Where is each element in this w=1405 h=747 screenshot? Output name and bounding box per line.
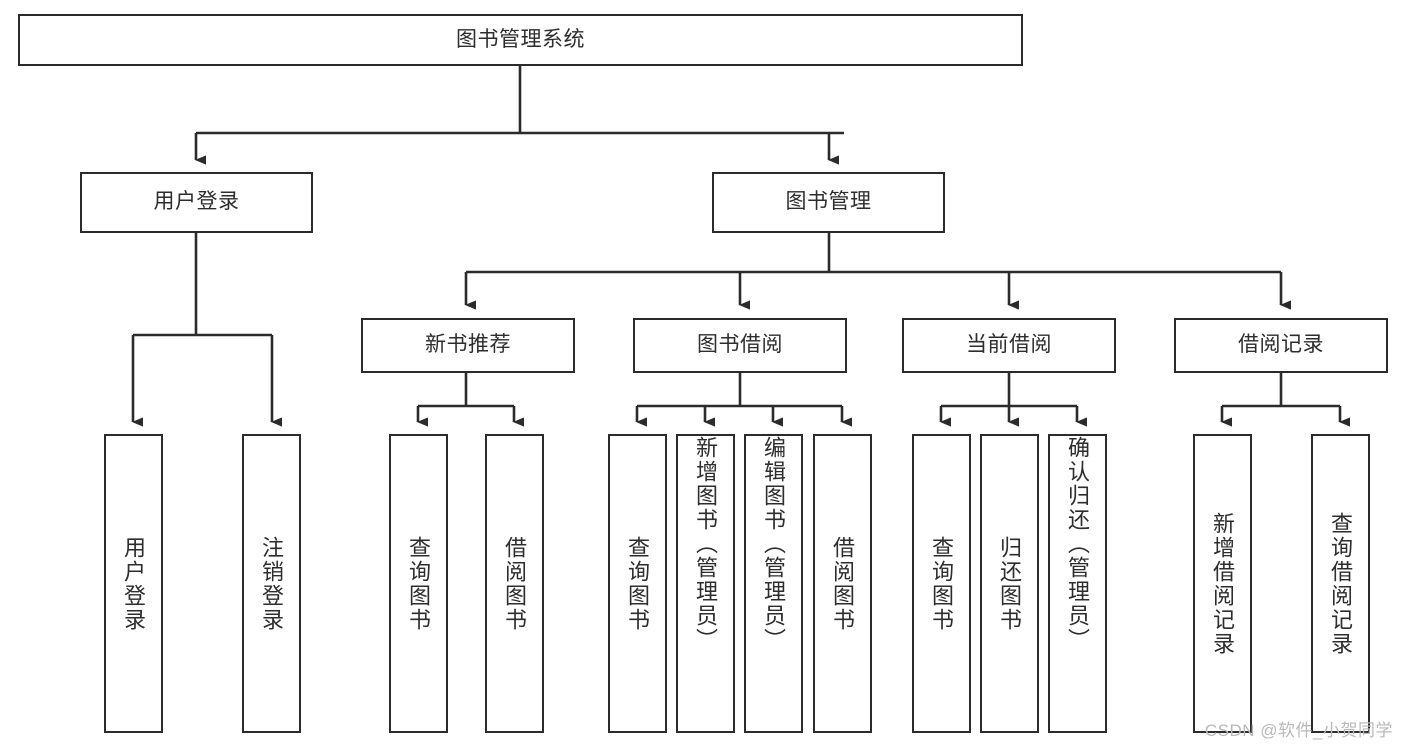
node-leaf-add-record[interactable]: 新增借阅记录 [1193, 434, 1252, 733]
node-leaf-query-record-label: 查询借阅记录 [1328, 511, 1354, 656]
node-leaf-query-record[interactable]: 查询借阅记录 [1311, 434, 1370, 733]
node-root[interactable]: 图书管理系统 [18, 14, 1023, 66]
node-leaf-add-record-label: 新增借阅记录 [1210, 511, 1236, 656]
node-leaf-user-login-label: 用户登录 [121, 535, 147, 632]
node-leaf-borrow-book-2[interactable]: 借阅图书 [813, 434, 872, 733]
node-user-login-label: 用户登录 [153, 190, 240, 214]
watermark: CSDN @软件_小贺同学 [1204, 721, 1393, 740]
node-leaf-query-book-3[interactable]: 查询图书 [912, 434, 971, 733]
node-new-book-recommend[interactable]: 新书推荐 [361, 318, 575, 373]
node-leaf-query-book-2[interactable]: 查询图书 [608, 434, 667, 733]
node-leaf-query-book-1-label: 查询图书 [406, 535, 432, 632]
node-leaf-query-book-1[interactable]: 查询图书 [389, 434, 448, 733]
node-new-book-recommend-label: 新书推荐 [425, 333, 511, 357]
node-leaf-logout-login-label: 注销登录 [259, 535, 285, 632]
node-leaf-borrow-book-1[interactable]: 借阅图书 [485, 434, 544, 733]
node-book-management[interactable]: 图书管理 [712, 172, 945, 233]
node-leaf-confirm-return-label: 确认归还（管理员） [1065, 436, 1091, 652]
node-current-borrow-label: 当前借阅 [966, 333, 1052, 357]
node-leaf-confirm-return[interactable]: 确认归还（管理员） [1048, 434, 1107, 733]
node-book-borrow-label: 图书借阅 [697, 333, 783, 357]
node-leaf-return-book[interactable]: 归还图书 [980, 434, 1039, 733]
node-root-label: 图书管理系统 [456, 27, 585, 51]
node-current-borrow[interactable]: 当前借阅 [902, 318, 1116, 373]
node-book-borrow[interactable]: 图书借阅 [633, 318, 847, 373]
node-leaf-edit-book-label: 编辑图书（管理员） [761, 436, 787, 652]
node-leaf-return-book-label: 归还图书 [997, 535, 1023, 632]
node-leaf-add-book-label: 新增图书（管理员） [693, 436, 719, 652]
node-book-management-label: 图书管理 [785, 190, 872, 214]
node-leaf-borrow-book-1-label: 借阅图书 [502, 535, 528, 632]
node-borrow-record[interactable]: 借阅记录 [1174, 318, 1388, 373]
node-leaf-logout-login[interactable]: 注销登录 [242, 434, 301, 733]
node-leaf-borrow-book-2-label: 借阅图书 [830, 535, 856, 632]
node-leaf-user-login[interactable]: 用户登录 [104, 434, 163, 733]
node-leaf-query-book-3-label: 查询图书 [929, 535, 955, 632]
node-leaf-edit-book[interactable]: 编辑图书（管理员） [744, 434, 803, 733]
node-leaf-add-book[interactable]: 新增图书（管理员） [676, 434, 735, 733]
node-leaf-query-book-2-label: 查询图书 [625, 535, 651, 632]
node-borrow-record-label: 借阅记录 [1238, 333, 1324, 357]
node-user-login[interactable]: 用户登录 [80, 172, 313, 233]
